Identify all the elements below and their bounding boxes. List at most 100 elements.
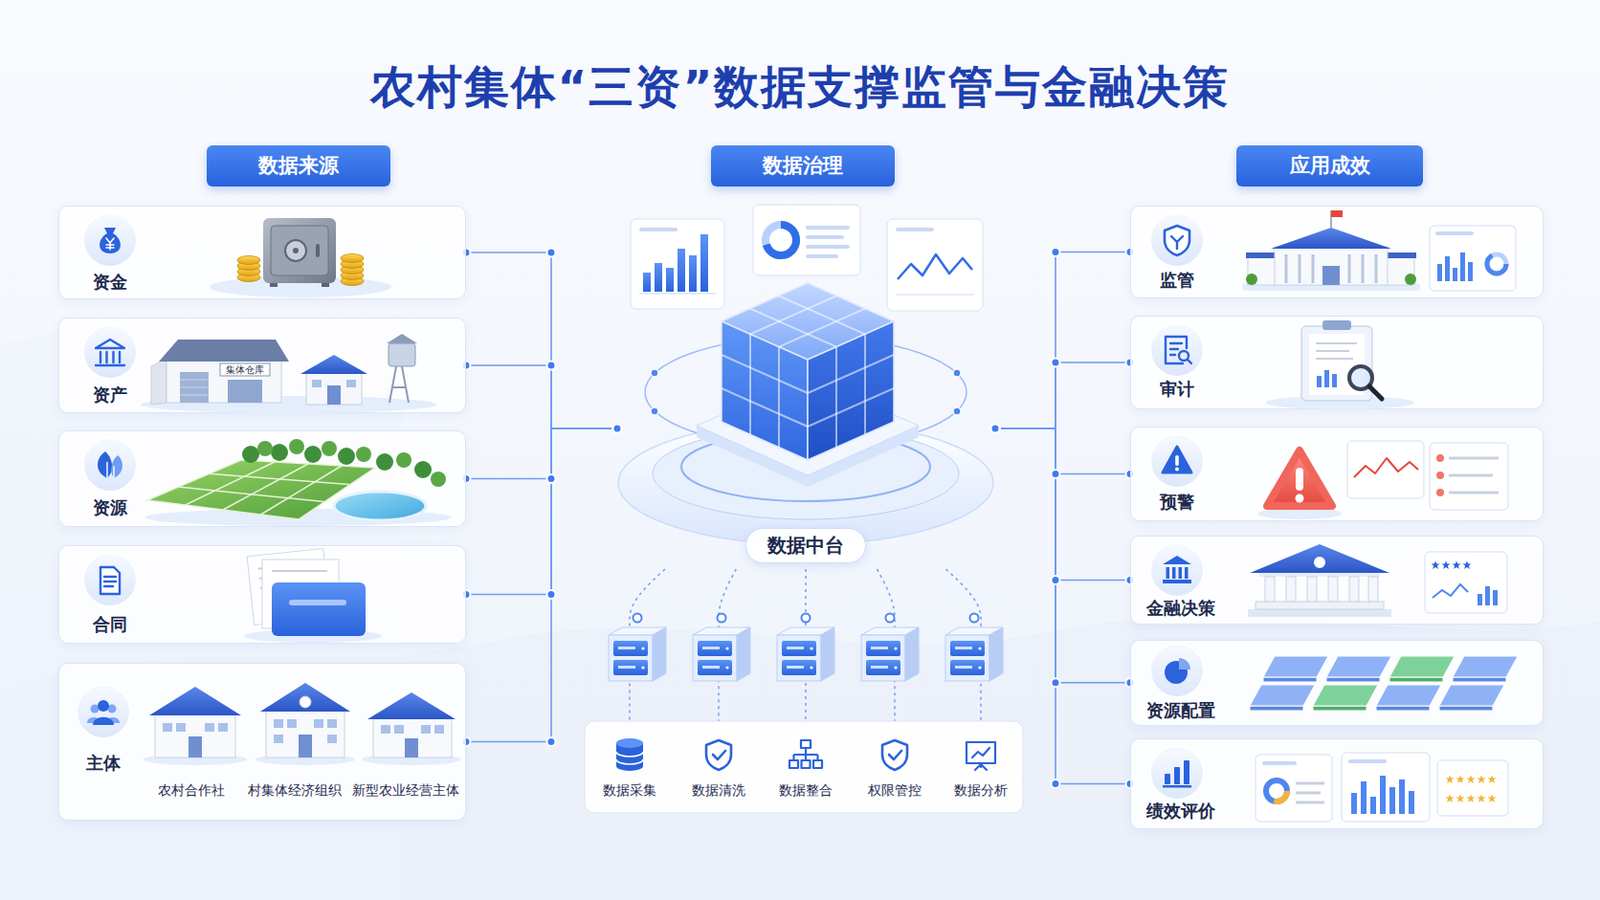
resources-illustration-part: [97, 451, 123, 479]
finance-illustration-part: [1492, 590, 1498, 606]
entities-illustration-part: [298, 734, 312, 758]
allocation-illustration-part: [1389, 677, 1444, 683]
supervision-illustration-part: [1150, 213, 1204, 267]
platform-label: 数据中台: [745, 528, 867, 564]
chart-card-part: [805, 235, 845, 240]
finance-illustration-part: [1431, 561, 1441, 571]
resources-illustration-part: [83, 438, 137, 492]
data-cube-part: [750, 309, 837, 348]
connector: [466, 252, 618, 429]
resources-illustration-part: [97, 451, 112, 479]
resources-illustration-part: [177, 462, 349, 515]
entities-illustration-part: [204, 723, 215, 733]
resources-illustration-part: [270, 444, 289, 462]
chart-card-part: [765, 224, 797, 256]
resources-illustration-part: [414, 461, 432, 479]
audit-illustration-part: [1301, 326, 1373, 401]
shield-icon-part: [712, 751, 726, 760]
supervision-illustration-part: [1270, 227, 1392, 249]
analysis-icon-part: [975, 763, 987, 771]
chart-card-part: [897, 254, 973, 280]
chart-card-part: [805, 225, 850, 230]
evaluation-illustration-part: [1341, 753, 1430, 823]
category-card: 资金: [58, 205, 467, 300]
assets-illustration-part: [388, 343, 416, 367]
data-cube-part: [864, 333, 867, 435]
chart-card-part: [887, 219, 983, 312]
finance-illustration-part: [1286, 577, 1296, 602]
warning-illustration-part: [1150, 434, 1204, 489]
supervision-illustration-part: [1171, 236, 1183, 249]
allocation-illustration-part: [1164, 658, 1191, 685]
evaluation-illustration-part: [1174, 767, 1180, 785]
data-cube-part: [749, 333, 752, 435]
junction-dot: [1051, 469, 1061, 479]
allocation-illustration-part: [1326, 656, 1392, 678]
data-cube: [721, 283, 894, 461]
junction-dot: [547, 737, 556, 747]
assets-illustration-part: [389, 366, 409, 403]
resources-illustration-part: [355, 446, 372, 463]
entities-illustration-part: [273, 719, 284, 729]
finance-illustration-part: [1184, 567, 1189, 579]
warning-illustration-part: [1175, 455, 1179, 467]
entities-illustration-part: [162, 723, 173, 733]
audit-illustration-part: [1165, 336, 1192, 364]
allocation-illustration-part: [1376, 685, 1442, 707]
server-junction-part: [801, 614, 811, 623]
header-text: 数据治理: [762, 153, 844, 178]
node-label: 资金: [92, 271, 128, 294]
connector: [466, 428, 618, 596]
entity-label: 农村合作社: [157, 782, 225, 800]
hierarchy-icon-part: [800, 740, 811, 749]
assets-illustration-part: [220, 363, 270, 377]
entities-illustration-part: [76, 685, 131, 739]
evaluation-illustration-part: [1437, 760, 1509, 817]
orbit-dot-part: [953, 369, 961, 378]
warning-illustration-part: [1436, 454, 1445, 463]
chart-card-part: [895, 294, 975, 296]
node-label: 预警: [1159, 491, 1195, 514]
chart-card-part: [643, 272, 651, 292]
evaluation-illustration-part: [1164, 774, 1171, 785]
entities-illustration: [59, 664, 467, 823]
junction-dot: [991, 424, 1000, 434]
junction-dot: [991, 424, 1000, 434]
assets-illustration-part: [306, 372, 362, 405]
supervision-illustration-part: [1467, 262, 1473, 282]
evaluation-illustration-part: [1399, 779, 1405, 815]
contract-illustration-part: [100, 567, 120, 595]
resources-illustration-part: [257, 441, 273, 457]
resources-illustration-part: [396, 452, 412, 468]
finance-illustration-part: [1307, 577, 1317, 602]
entities-illustration-part: [380, 725, 391, 734]
entities-illustration-part: [434, 725, 445, 734]
evaluation-illustration-part: [1183, 760, 1190, 785]
data-cube-part: [807, 388, 894, 427]
resources-illustration-part: [107, 462, 114, 479]
node-label: 合同: [92, 614, 128, 637]
finance-illustration-part: [1477, 594, 1483, 606]
junction-dot: [613, 424, 623, 434]
junction-dot: [613, 424, 623, 434]
contract-illustration-part: [83, 553, 137, 607]
contract-illustration-part: [100, 567, 120, 595]
entities-illustration-part: [421, 725, 431, 734]
finance-illustration-part: [1247, 609, 1392, 618]
supervision-illustration-part: [1437, 264, 1443, 282]
node-label: 审计: [1159, 378, 1195, 401]
warning-illustration-part: [1295, 494, 1305, 504]
data-cube-part: [777, 347, 780, 448]
finance-illustration-part: [1485, 586, 1490, 606]
category-card: 资产集体仓库: [58, 317, 467, 414]
assets-illustration-part: [327, 385, 341, 405]
evaluation-illustration-part: [1408, 791, 1415, 815]
funds-illustration-part: [237, 256, 261, 266]
chart-card-part: [639, 293, 716, 295]
contract-illustration-part: [271, 582, 366, 637]
junction-dot: [991, 424, 1000, 434]
evaluation-illustration-part: [1466, 776, 1476, 785]
assets-illustration-part: [158, 339, 289, 362]
assets-illustration-part: [151, 358, 167, 405]
audit-illustration-part: [1322, 320, 1352, 331]
